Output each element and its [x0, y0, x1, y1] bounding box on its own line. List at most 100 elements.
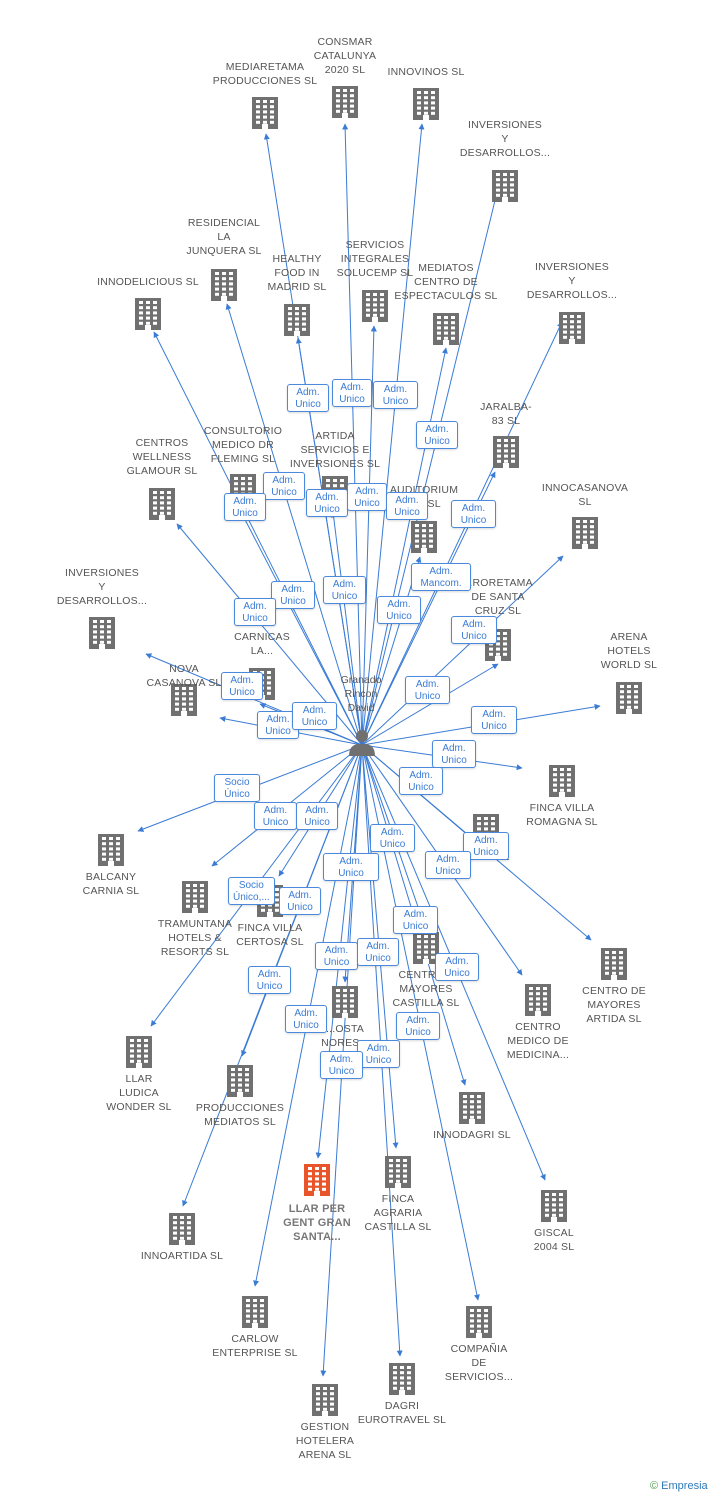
- role-badge[interactable]: Adm. Unico: [263, 472, 305, 500]
- role-badge[interactable]: Socio Único: [214, 774, 260, 802]
- company-label[interactable]: DAGRI EUROTRAVEL SL: [357, 1400, 447, 1426]
- role-badge[interactable]: Adm. Unico: [471, 706, 517, 734]
- building-icon[interactable]: [389, 1363, 415, 1395]
- company-label[interactable]: LLAR LUDICA WONDER SL: [106, 1073, 172, 1113]
- company-label[interactable]: FINCA AGRARIA CASTILLA SL: [364, 1193, 432, 1233]
- company-label[interactable]: INNOARTIDA SL: [140, 1250, 224, 1262]
- focus-company-label[interactable]: LLAR PER GENT GRAN SANTA...: [283, 1203, 351, 1243]
- building-icon[interactable]: [169, 1213, 195, 1245]
- role-badge[interactable]: Adm. Unico: [332, 379, 372, 407]
- role-badge[interactable]: Adm. Unico: [292, 702, 337, 730]
- company-label[interactable]: INVERSIONES Y DESARROLLOS...: [459, 119, 551, 159]
- center-person-label[interactable]: Granado Rincon David: [340, 674, 382, 714]
- role-badge[interactable]: Adm. Unico: [357, 938, 399, 966]
- role-badge[interactable]: Adm. Unico: [271, 581, 315, 609]
- building-icon[interactable]: [312, 1384, 338, 1416]
- role-badge[interactable]: Adm. Unico: [357, 1040, 400, 1068]
- role-badge[interactable]: Adm. Unico: [279, 887, 321, 915]
- role-badge[interactable]: Adm. Unico: [296, 802, 338, 830]
- building-icon[interactable]: [601, 948, 627, 980]
- building-icon[interactable]: [466, 1306, 492, 1338]
- role-badge[interactable]: Adm. Unico: [287, 384, 329, 412]
- building-icon[interactable]: [413, 932, 439, 964]
- building-icon[interactable]: [89, 617, 115, 649]
- building-icon[interactable]: [242, 1296, 268, 1328]
- company-label[interactable]: CONSULTORIO MEDICO DR FLEMING SL: [203, 425, 283, 465]
- company-label[interactable]: CENTRO DE MAYORES ARTIDA SL: [582, 985, 646, 1025]
- focus-building-icon[interactable]: [304, 1164, 330, 1196]
- company-label[interactable]: JARALBA- 83 SL: [480, 401, 532, 427]
- role-badge[interactable]: Adm. Unico: [451, 616, 497, 644]
- building-icon[interactable]: [572, 517, 598, 549]
- company-label[interactable]: HEALTHY FOOD IN MADRID SL: [267, 253, 327, 293]
- company-label[interactable]: INVERSIONES Y DESARROLLOS...: [56, 567, 148, 607]
- company-label[interactable]: PRODUCCIONES MEDIATOS SL: [195, 1102, 285, 1128]
- person-icon[interactable]: [349, 730, 375, 756]
- building-icon[interactable]: [362, 290, 388, 322]
- role-badge[interactable]: Adm. Unico: [221, 672, 263, 700]
- company-label[interactable]: FINCA VILLA ROMAGNA SL: [526, 802, 598, 828]
- building-icon[interactable]: [332, 86, 358, 118]
- role-badge[interactable]: Adm. Unico: [416, 421, 458, 449]
- building-icon[interactable]: [126, 1036, 152, 1068]
- company-label[interactable]: GESTION HOTELERA ARENA SL: [295, 1421, 355, 1461]
- building-icon[interactable]: [211, 269, 237, 301]
- building-icon[interactable]: [149, 488, 175, 520]
- company-label[interactable]: BALCANY CARNIA SL: [82, 871, 140, 897]
- company-label[interactable]: NOVA CASANOVA SL: [146, 663, 222, 689]
- role-badge[interactable]: Adm. Unico: [315, 942, 358, 970]
- role-badge[interactable]: Adm. Unico: [370, 824, 415, 852]
- building-icon[interactable]: [332, 986, 358, 1018]
- role-badge[interactable]: Adm. Unico: [377, 596, 421, 624]
- role-badge[interactable]: Adm. Unico: [320, 1051, 363, 1079]
- company-label[interactable]: INNODELICIOUS SL: [97, 276, 199, 288]
- role-badge[interactable]: Adm. Unico: [373, 381, 418, 409]
- role-badge[interactable]: Adm. Unico: [248, 966, 291, 994]
- company-label[interactable]: MEDIARETAMA PRODUCCIONES SL: [212, 61, 318, 87]
- building-icon[interactable]: [135, 298, 161, 330]
- building-icon[interactable]: [492, 170, 518, 202]
- building-icon[interactable]: [616, 682, 642, 714]
- building-icon[interactable]: [252, 97, 278, 129]
- company-label[interactable]: MEDIATOS CENTRO DE ESPECTACULOS SL: [394, 262, 498, 302]
- brand-name[interactable]: Empresia: [661, 1480, 708, 1492]
- building-icon[interactable]: [493, 436, 519, 468]
- company-label[interactable]: INNOCASANOVA SL: [541, 482, 629, 508]
- company-label[interactable]: RESIDENCIAL LA JUNQUERA SL: [186, 217, 262, 257]
- building-icon[interactable]: [559, 312, 585, 344]
- building-icon[interactable]: [549, 765, 575, 797]
- role-badge[interactable]: Adm. Unico: [285, 1005, 327, 1033]
- building-icon[interactable]: [413, 88, 439, 120]
- role-badge[interactable]: Adm. Unico: [306, 489, 348, 517]
- role-badge[interactable]: Socio Único,...: [228, 877, 275, 905]
- building-icon[interactable]: [227, 1065, 253, 1097]
- company-label[interactable]: INVERSIONES Y DESARROLLOS...: [526, 261, 618, 301]
- role-badge[interactable]: Adm. Unico: [435, 953, 479, 981]
- company-label[interactable]: INNOVINOS SL: [387, 66, 465, 78]
- company-label[interactable]: ARTIDA SERVICIOS E INVERSIONES SL: [289, 430, 381, 470]
- building-icon[interactable]: [541, 1190, 567, 1222]
- company-label[interactable]: I...AS CARNICAS LA...: [234, 617, 290, 657]
- role-badge[interactable]: Adm. Unico: [224, 493, 266, 521]
- company-label[interactable]: ...RORETAMA DE SANTA CRUZ SL: [463, 577, 533, 617]
- company-label[interactable]: COMPAÑIA DE SERVICIOS...: [444, 1343, 514, 1383]
- role-badge[interactable]: Adm. Unico: [386, 492, 428, 520]
- company-label[interactable]: FINCA VILLA CERTOSA SL: [236, 922, 304, 948]
- company-label[interactable]: CONSMAR CATALUNYA 2020 SL: [313, 36, 377, 76]
- role-badge[interactable]: Adm. Unico: [432, 740, 476, 768]
- building-icon[interactable]: [284, 304, 310, 336]
- company-label[interactable]: TRAMUNTANA HOTELS & RESORTS SL: [157, 918, 233, 958]
- role-badge[interactable]: Adm. Unico: [323, 853, 379, 881]
- company-label[interactable]: CARLOW ENTERPRISE SL: [212, 1333, 298, 1359]
- building-icon[interactable]: [385, 1156, 411, 1188]
- building-icon[interactable]: [182, 881, 208, 913]
- company-label[interactable]: CENTRO MEDICO DE MEDICINA...: [506, 1021, 570, 1061]
- building-icon[interactable]: [98, 834, 124, 866]
- role-badge[interactable]: Adm. Unico: [323, 576, 366, 604]
- company-label[interactable]: ARENA HOTELS WORLD SL: [600, 631, 658, 671]
- building-icon[interactable]: [171, 684, 197, 716]
- role-badge[interactable]: Adm. Mancom.: [411, 563, 471, 591]
- role-badge[interactable]: Adm. Unico: [347, 483, 387, 511]
- building-icon[interactable]: [459, 1092, 485, 1124]
- building-icon[interactable]: [411, 521, 437, 553]
